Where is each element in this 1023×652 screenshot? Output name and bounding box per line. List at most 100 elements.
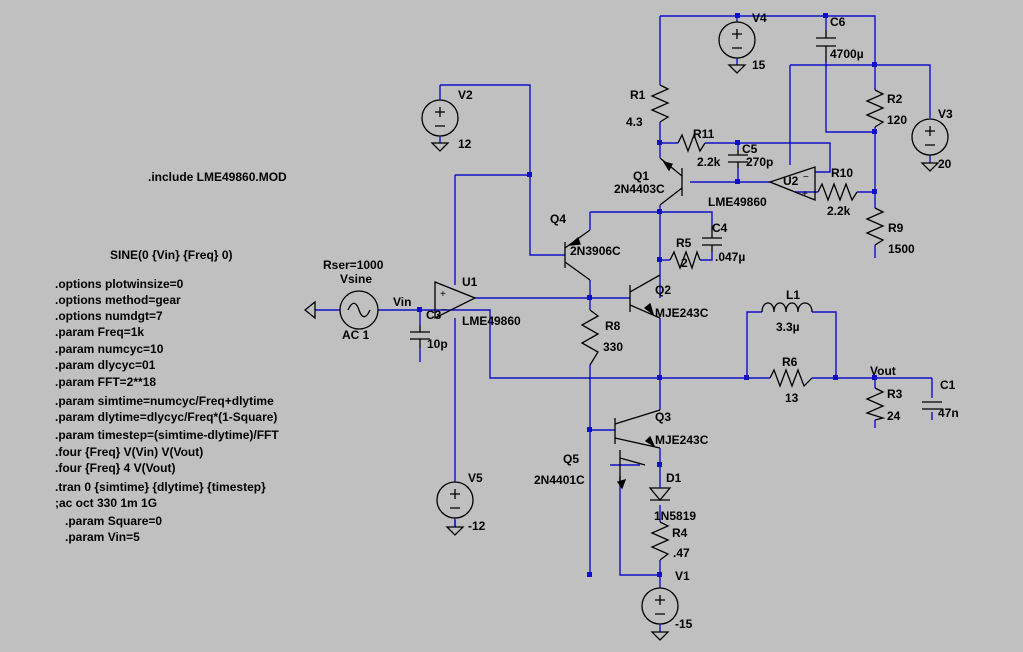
capacitors (410, 30, 942, 410)
label-r5-name: R5 (676, 236, 692, 250)
label-q2-value: MJE243C (655, 306, 709, 320)
component-labels: V4 15 C6 4700µ V2 12 R1 4.3 R2 120 V3 20… (426, 11, 959, 631)
label-r4-value: .47 (673, 546, 690, 560)
label-c5-value: 270p (746, 155, 773, 169)
source-v2[interactable] (421, 90, 459, 152)
label-q1-name: Q1 (633, 169, 649, 183)
label-v5-value: -12 (468, 519, 486, 533)
label-r9-value: 1500 (888, 242, 915, 256)
capacitor-c6 (816, 30, 836, 62)
label-l1-value: 3.3µ (776, 320, 800, 334)
diode-d1 (648, 470, 672, 502)
label-c1-value: 47n (938, 406, 959, 420)
capacitor-c5 (728, 150, 748, 168)
label-d1-name: D1 (666, 471, 682, 485)
label-sine: SINE(0 {Vin} {Freq} 0) (110, 248, 232, 262)
label-r11-value: 2.2k (697, 155, 721, 169)
label-r1-name: R1 (630, 88, 646, 102)
net-labels: .include LME49860.MOD SINE(0 {Vin} {Freq… (110, 170, 411, 342)
inductor-l1 (761, 302, 813, 313)
ground-input-symbol (303, 300, 316, 320)
svg-text:−: − (803, 172, 809, 183)
directive-line: .param dlytime=dlycyc/Freq*(1-Square) (55, 410, 277, 424)
transistor-q5[interactable] (616, 450, 646, 490)
label-q3-value: MJE243C (655, 433, 709, 447)
spice-directives: .options plotwinsize=0 .options method=g… (55, 277, 279, 544)
resistor-r11 (677, 133, 706, 153)
label-r9-name: R9 (888, 221, 904, 235)
label-v4-value: 15 (752, 58, 766, 72)
label-r8-name: R8 (605, 319, 621, 333)
label-v2-name: V2 (458, 88, 473, 102)
label-v3-name: V3 (938, 107, 953, 121)
transistor-q3[interactable] (614, 409, 661, 449)
label-q4-name: Q4 (550, 212, 566, 226)
source-v1[interactable] (641, 587, 679, 641)
label-r2-name: R2 (887, 92, 903, 106)
label-r11-name: R11 (693, 127, 715, 141)
directive-line: .param FFT=2**18 (55, 375, 156, 389)
label-c5-name: C5 (742, 142, 758, 156)
label-c3-name: C3 (426, 308, 442, 322)
label-u2-name: U2 (783, 174, 799, 188)
directive-line: .param Square=0 (55, 514, 162, 528)
label-r3-name: R3 (887, 387, 903, 401)
resistor-r3 (865, 387, 886, 421)
label-c3-value: 10p (427, 337, 448, 351)
source-vsine[interactable] (339, 290, 379, 330)
label-u1-name: U1 (462, 275, 478, 289)
label-r8-value: 330 (603, 340, 623, 354)
directive-line: .tran 0 {simtime} {dlytime} {timestep} (55, 480, 266, 494)
label-c1-name: C1 (940, 378, 956, 392)
label-r3-value: 24 (887, 409, 901, 423)
label-vout-net: Vout (870, 364, 896, 378)
label-r5-value: 2 (681, 256, 688, 270)
label-v1-name: V1 (675, 569, 690, 583)
resistor-r2 (865, 89, 885, 128)
label-r1-value: 4.3 (626, 115, 643, 129)
label-u1-value: LME49860 (462, 314, 521, 328)
directive-line: .options method=gear (55, 293, 181, 307)
directive-line: .param simtime=numcyc/Freq+dlytime (55, 394, 274, 408)
label-r6-value: 13 (785, 391, 799, 405)
label-d1-value: 1N5819 (654, 509, 696, 523)
resistor-r10 (817, 182, 858, 202)
svg-text:+: + (440, 289, 446, 300)
label-rser: Rser=1000 (323, 258, 384, 272)
transistor-q4[interactable] (564, 229, 591, 281)
label-r10-value: 2.2k (827, 204, 851, 218)
label-vin-net: Vin (393, 295, 411, 309)
transistor-q2[interactable] (629, 274, 661, 319)
label-q5-value: 2N4401C (534, 473, 585, 487)
label-ac1: AC 1 (342, 328, 370, 342)
capacitor-c4 (702, 225, 722, 252)
label-v4-name: V4 (752, 11, 767, 25)
directive-line: .param timestep=(simtime-dlytime)/FFT (55, 428, 279, 442)
label-q3-name: Q3 (655, 410, 671, 424)
resistor-r6 (769, 368, 813, 388)
label-q4-value: 2N3906C (570, 244, 621, 258)
directive-line: .four {Freq} V(Vin) V(Vout) (55, 445, 203, 459)
opamp-u1[interactable]: + − (434, 281, 477, 320)
label-r10-name: R10 (831, 166, 853, 180)
label-v5-name: V5 (468, 471, 483, 485)
label-v1-value: -15 (675, 617, 693, 631)
label-l1-name: L1 (786, 288, 800, 302)
label-u2-value: LME49860 (708, 195, 767, 209)
label-r4-name: R4 (672, 526, 688, 540)
directive-line: .four {Freq} 4 V(Vout) (55, 461, 175, 475)
transistor-q1[interactable] (659, 157, 683, 206)
svg-text:+: + (802, 189, 808, 200)
label-c4-name: C4 (712, 221, 728, 235)
label-r6-name: R6 (782, 355, 798, 369)
opamp-u2[interactable]: − + (768, 166, 816, 201)
directive-line: ;ac oct 330 1m 1G (55, 496, 157, 510)
wires (315, 15, 933, 588)
source-v4[interactable] (718, 21, 756, 74)
directive-line: .param numcyc=10 (55, 342, 164, 356)
source-v5[interactable] (436, 478, 474, 536)
source-v3[interactable] (911, 118, 949, 172)
resistor-r5 (669, 249, 701, 271)
label-q2-name: Q2 (655, 283, 671, 297)
